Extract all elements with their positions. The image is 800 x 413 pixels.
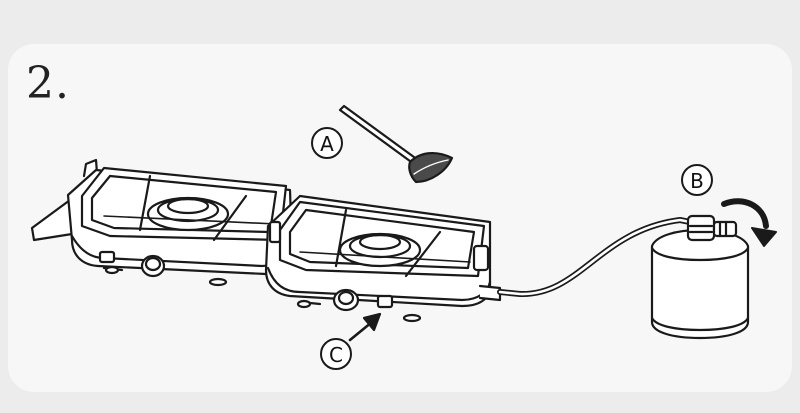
right-stove [266, 196, 500, 321]
callout-c: C [321, 339, 351, 369]
callout-a-label: A [320, 132, 334, 156]
arrow-icon [350, 314, 380, 340]
callout-a: A [312, 128, 342, 158]
left-stove [32, 160, 292, 285]
callout-b-label: B [690, 169, 704, 193]
callout-c-label: C [329, 343, 343, 367]
callout-b: B [682, 165, 712, 195]
lighter-stick [340, 106, 452, 182]
gas-canister [652, 216, 748, 338]
